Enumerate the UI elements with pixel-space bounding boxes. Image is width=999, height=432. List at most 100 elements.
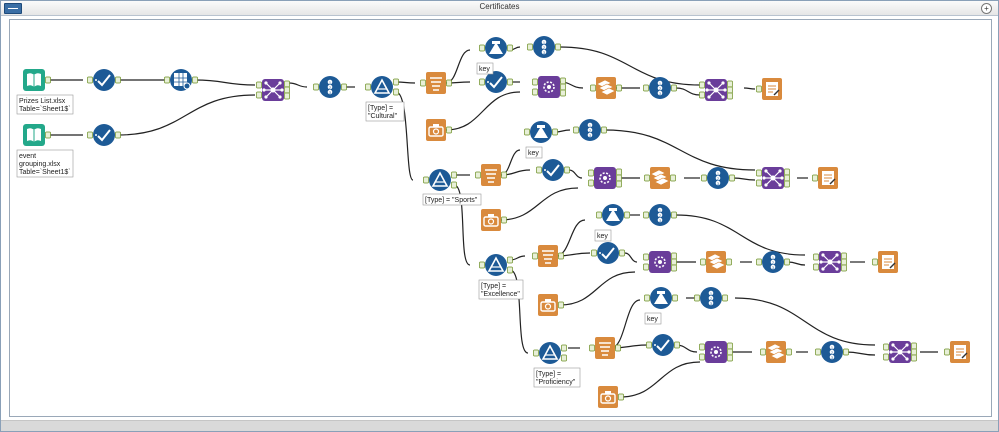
connection-wire[interactable] bbox=[604, 129, 756, 171]
annotation-key[interactable]: key bbox=[644, 312, 662, 325]
sort-tool-icon[interactable] bbox=[475, 164, 507, 186]
collapse-toggle-icon[interactable] bbox=[4, 3, 22, 14]
horizontal-scrollbar[interactable] bbox=[1, 420, 998, 431]
append-fields-tool-icon[interactable] bbox=[643, 251, 677, 273]
connection-wire[interactable] bbox=[619, 361, 701, 398]
connection-wire[interactable] bbox=[395, 91, 414, 181]
connection-wire[interactable] bbox=[624, 252, 638, 263]
render-tool-icon[interactable] bbox=[944, 341, 971, 363]
connection-wire[interactable] bbox=[445, 91, 521, 131]
image-tool-icon[interactable] bbox=[538, 294, 564, 316]
select-tool-icon[interactable] bbox=[591, 242, 625, 264]
connection-wire[interactable] bbox=[734, 297, 876, 346]
record-id-tool-icon[interactable]: 123 bbox=[701, 167, 735, 189]
svg-text:[Type] =: [Type] = bbox=[368, 105, 393, 112]
image-tool-icon[interactable] bbox=[481, 209, 507, 231]
connection-wire[interactable] bbox=[845, 351, 876, 356]
annotation-filter-proficiency[interactable]: [Type] ="Proficiency" bbox=[533, 367, 581, 388]
svg-text:key: key bbox=[597, 233, 608, 240]
layout-tool-icon[interactable] bbox=[590, 77, 622, 99]
annotation-filter-sports[interactable]: [Type] = "Sports" bbox=[422, 193, 482, 206]
formula-tool-icon[interactable] bbox=[644, 287, 678, 309]
connection-wire[interactable] bbox=[568, 169, 583, 179]
connection-wire[interactable] bbox=[453, 184, 471, 266]
connection-wire[interactable] bbox=[559, 271, 636, 306]
annotation-key[interactable]: key bbox=[594, 229, 612, 242]
svg-text:1: 1 bbox=[717, 172, 719, 176]
formula-tool-icon[interactable] bbox=[596, 204, 630, 226]
formula-tool-icon[interactable] bbox=[479, 37, 513, 59]
record-id-tool-icon[interactable]: 123 bbox=[694, 287, 728, 309]
record-id-tool-icon[interactable]: 123 bbox=[573, 119, 607, 141]
filter-cultural-icon[interactable] bbox=[365, 76, 399, 98]
join-tool-icon[interactable] bbox=[756, 167, 790, 189]
record-id-tool-icon[interactable]: 123 bbox=[643, 204, 677, 226]
record-id-tool-icon[interactable]: 123 bbox=[756, 251, 790, 273]
filter-sports-icon[interactable] bbox=[423, 169, 457, 191]
filter-excellence-icon[interactable] bbox=[479, 254, 513, 276]
annotation-filter-cultural[interactable]: [Type] ="Cultural" bbox=[365, 101, 405, 122]
svg-text:2: 2 bbox=[717, 177, 719, 181]
connection-wire[interactable] bbox=[117, 94, 256, 136]
connection-wire[interactable] bbox=[675, 87, 701, 96]
render-tool-icon[interactable] bbox=[812, 167, 839, 189]
input-data-event-grouping-icon[interactable] bbox=[23, 124, 51, 146]
append-fields-tool-icon[interactable] bbox=[532, 76, 566, 98]
connection-wire[interactable] bbox=[500, 149, 521, 176]
connection-wire[interactable] bbox=[787, 261, 806, 266]
select-tool-icon[interactable] bbox=[536, 159, 570, 181]
connection-wire[interactable] bbox=[509, 269, 529, 354]
append-fields-tool-icon[interactable] bbox=[588, 167, 622, 189]
connection-wire[interactable] bbox=[610, 299, 641, 349]
sort-tool-icon[interactable] bbox=[589, 337, 621, 359]
join-tool-icon[interactable] bbox=[883, 341, 917, 363]
annotation-key[interactable]: key bbox=[525, 146, 543, 159]
image-tool-icon[interactable] bbox=[598, 386, 624, 408]
svg-text:1: 1 bbox=[543, 41, 545, 45]
annotation-filter-excellence[interactable]: [Type] ="Excellence" bbox=[478, 279, 524, 300]
connection-wire[interactable] bbox=[499, 187, 579, 221]
connection-wire[interactable] bbox=[445, 49, 471, 84]
connection-wire[interactable] bbox=[194, 79, 256, 86]
svg-text:1: 1 bbox=[589, 124, 591, 128]
layout-tool-icon[interactable] bbox=[760, 341, 792, 363]
join-tool-icon[interactable] bbox=[256, 79, 290, 101]
container-title-bar[interactable]: Certificates + bbox=[1, 1, 998, 16]
connection-wire[interactable] bbox=[610, 344, 649, 349]
join-tool-icon[interactable] bbox=[813, 251, 847, 273]
connection-wire[interactable] bbox=[675, 214, 806, 256]
sort-tool-icon[interactable] bbox=[420, 72, 452, 94]
join-tool-icon[interactable] bbox=[699, 79, 733, 101]
select-tool-icon[interactable] bbox=[87, 124, 121, 146]
render-tool-icon[interactable] bbox=[872, 251, 899, 273]
crosstab-tool-icon[interactable] bbox=[164, 69, 198, 91]
record-id-tool-icon[interactable]: 123 bbox=[815, 341, 849, 363]
connection-wire[interactable] bbox=[555, 219, 586, 257]
layout-tool-icon[interactable] bbox=[700, 251, 732, 273]
image-tool-icon[interactable] bbox=[426, 119, 452, 141]
add-icon[interactable]: + bbox=[981, 3, 992, 14]
record-id-tool-icon[interactable]: 123 bbox=[643, 77, 677, 99]
formula-tool-icon[interactable] bbox=[524, 121, 558, 143]
append-fields-tool-icon[interactable] bbox=[699, 341, 733, 363]
select-tool-icon[interactable] bbox=[646, 334, 680, 356]
record-id-tool-icon[interactable]: 123 bbox=[527, 36, 561, 58]
svg-text:1: 1 bbox=[659, 82, 661, 86]
select-tool-icon[interactable] bbox=[479, 71, 513, 93]
container-title: Certificates bbox=[479, 2, 520, 11]
connection-wire[interactable] bbox=[288, 82, 308, 88]
select-tool-icon[interactable] bbox=[87, 69, 121, 91]
connection-wire[interactable] bbox=[743, 87, 756, 90]
annotation-key[interactable]: key bbox=[476, 62, 494, 75]
filter-proficiency-icon[interactable] bbox=[533, 342, 567, 364]
record-id-tool-icon[interactable]: 123 bbox=[313, 76, 347, 98]
connection-wire[interactable] bbox=[559, 46, 701, 86]
sort-tool-icon[interactable] bbox=[532, 245, 564, 267]
input-data-prizes-icon[interactable] bbox=[23, 69, 51, 91]
render-tool-icon[interactable] bbox=[756, 78, 783, 100]
connection-wire[interactable] bbox=[732, 177, 756, 181]
layout-tool-icon[interactable] bbox=[644, 167, 676, 189]
